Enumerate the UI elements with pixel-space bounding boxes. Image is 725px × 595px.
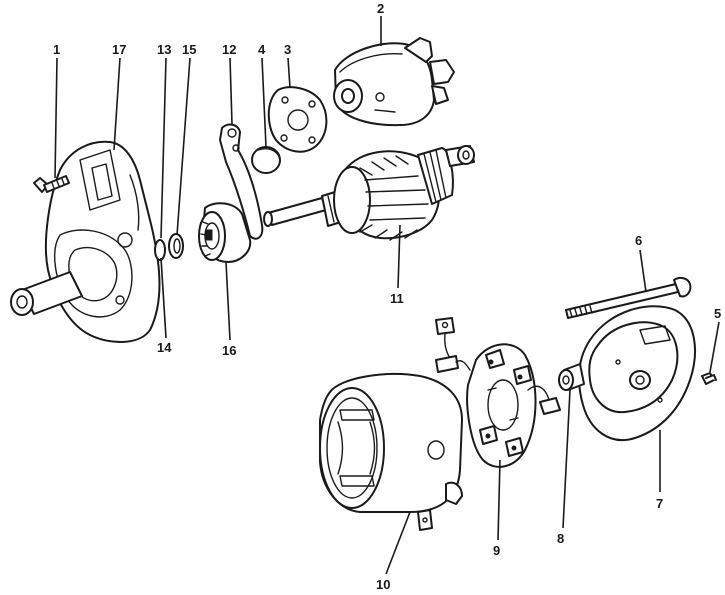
part-label-4: 4 bbox=[258, 42, 266, 57]
plunger-cap bbox=[251, 146, 281, 174]
leader-lines bbox=[54, 16, 720, 575]
armature bbox=[263, 145, 475, 241]
part-label-6: 6 bbox=[635, 233, 642, 248]
part-label-1: 1 bbox=[53, 42, 60, 57]
part-label-11: 11 bbox=[390, 291, 404, 306]
solenoid-switch bbox=[333, 37, 455, 127]
brush-holder-plate bbox=[466, 343, 561, 468]
drive-end-housing bbox=[10, 140, 161, 343]
part-number-labels: 1 17 13 15 12 4 3 2 11 14 16 6 5 7 8 9 1… bbox=[53, 1, 721, 592]
part-label-8: 8 bbox=[557, 531, 564, 546]
part-label-10: 10 bbox=[376, 577, 390, 592]
part-label-7: 7 bbox=[656, 496, 663, 511]
brush-leads bbox=[435, 317, 471, 373]
part-label-9: 9 bbox=[493, 543, 500, 558]
part-label-14: 14 bbox=[157, 340, 172, 355]
drive-pinion bbox=[198, 202, 252, 263]
retaining-ring bbox=[168, 233, 184, 259]
through-bolt bbox=[565, 276, 692, 319]
part-label-17: 17 bbox=[112, 42, 126, 57]
part-label-13: 13 bbox=[157, 42, 171, 57]
part-label-3: 3 bbox=[284, 42, 291, 57]
thrust-washer bbox=[154, 239, 166, 261]
part-label-12: 12 bbox=[222, 42, 236, 57]
part-label-16: 16 bbox=[222, 343, 236, 358]
part-label-5: 5 bbox=[714, 306, 721, 321]
part-label-15: 15 bbox=[182, 42, 196, 57]
end-bushing bbox=[558, 363, 585, 391]
end-screw bbox=[701, 372, 717, 385]
mounting-bolt bbox=[33, 175, 70, 193]
field-frame-yoke bbox=[319, 373, 463, 531]
part-label-2: 2 bbox=[377, 1, 384, 16]
gasket-plate bbox=[267, 86, 328, 153]
end-cap bbox=[578, 305, 696, 441]
engagement-lever bbox=[219, 123, 264, 240]
